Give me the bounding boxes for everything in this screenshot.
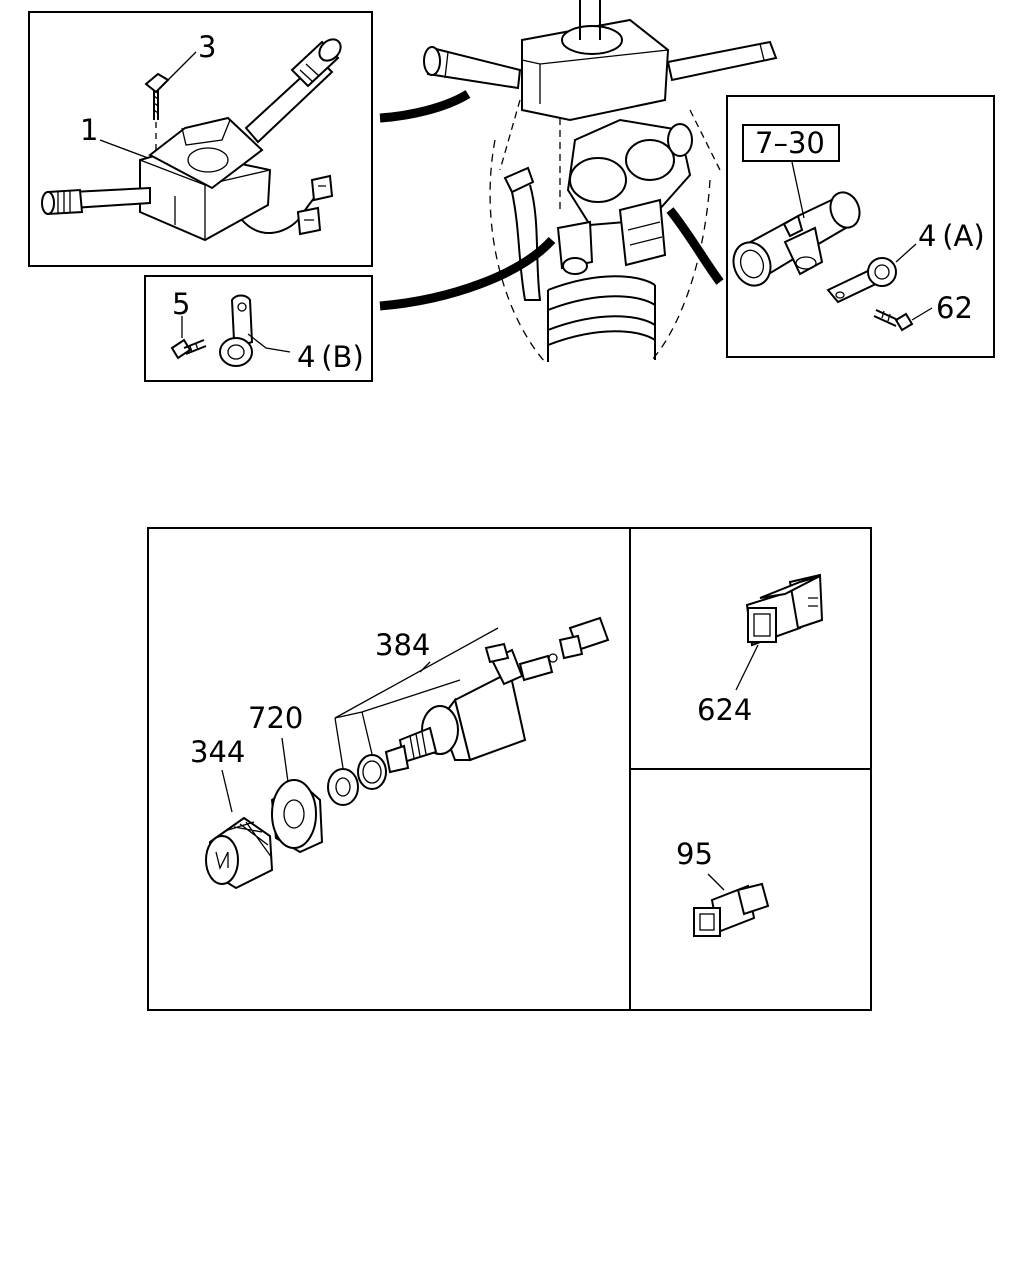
leader-switch bbox=[379, 90, 471, 123]
panel-connector-95: 95 bbox=[629, 768, 872, 1011]
leader-clip-b bbox=[379, 236, 556, 311]
steering-column-assembly bbox=[423, 0, 778, 363]
panel-combination-switch: 3 1 bbox=[28, 11, 373, 267]
label-connector-95: 95 bbox=[676, 837, 713, 871]
panel-clip-b: 5 4 (B) bbox=[144, 275, 373, 382]
label-bezel-720: 720 bbox=[248, 701, 303, 735]
ref-box bbox=[742, 124, 840, 162]
label-clip-b: 4 (B) bbox=[297, 340, 364, 374]
panel-knob-switch: 384 720 344 bbox=[147, 527, 631, 1011]
label-connector-624: 624 bbox=[697, 693, 752, 727]
label-clip-a: 4 (A) bbox=[918, 219, 985, 253]
label-bolt-62: 62 bbox=[936, 291, 973, 325]
label-knob-344: 344 bbox=[190, 735, 245, 769]
label-ref: 7–30 bbox=[755, 126, 825, 160]
label-screw: 3 bbox=[198, 30, 216, 64]
panel-bracket: 7–30 4 (A) 62 bbox=[726, 95, 995, 358]
label-switch-384: 384 bbox=[375, 628, 430, 662]
leader-bracket bbox=[666, 207, 724, 285]
label-bolt-b: 5 bbox=[172, 287, 190, 321]
label-switch: 1 bbox=[80, 113, 98, 147]
panel-connector-624: 624 bbox=[629, 527, 872, 770]
